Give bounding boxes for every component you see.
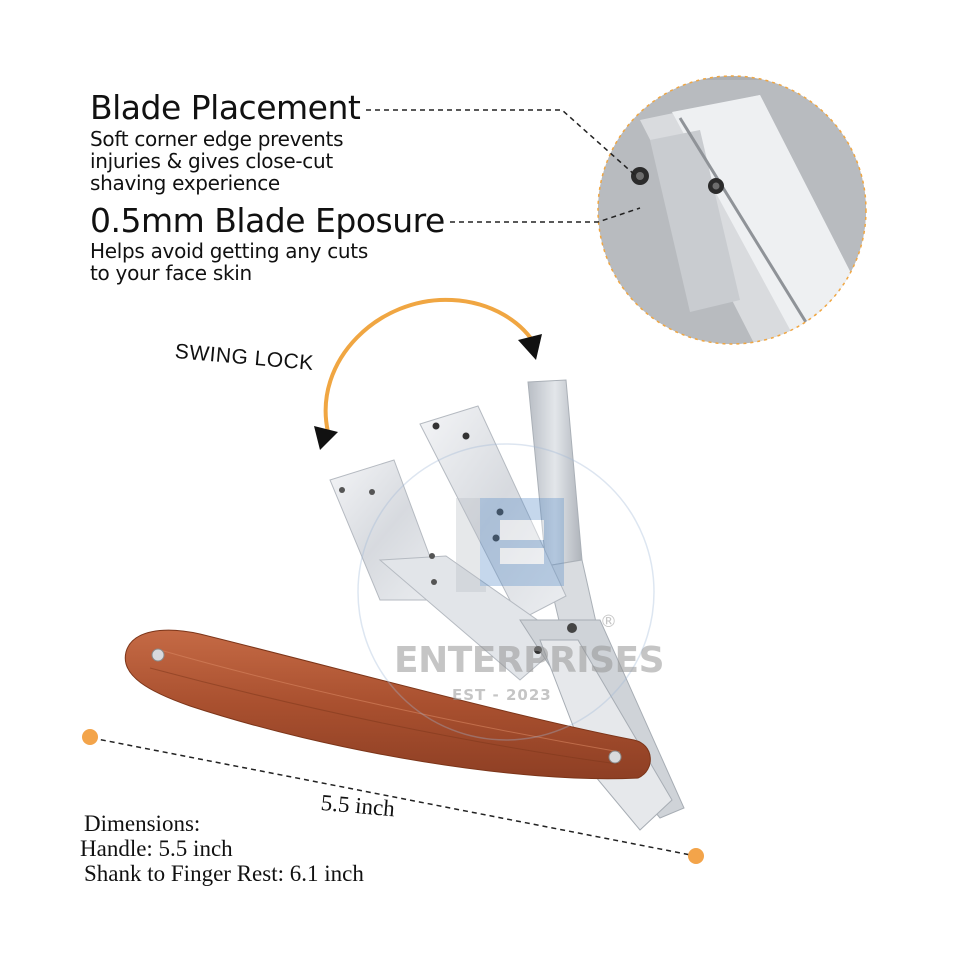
dimensions-heading: Dimensions: — [84, 811, 201, 836]
feature-title-blade-exposure: 0.5mm Blade Eposure — [90, 201, 445, 240]
feature-desc-blade-placement: Soft corner edge prevents injuries & giv… — [90, 127, 344, 195]
razor-blade-middle — [419, 405, 567, 621]
dimensions-shank: Shank to Finger Rest: 6.1 inch — [84, 861, 364, 886]
leader-line-blade-placement — [366, 109, 637, 177]
watermark-registered-mark: ® — [600, 612, 617, 632]
leader-line-blade-exposure — [450, 207, 641, 223]
swing-arrow-icon — [314, 297, 542, 450]
watermark-brand: ENTERPRISES — [394, 640, 665, 681]
measurement-line — [82, 729, 704, 864]
dimensions-handle: Handle: 5.5 inch — [80, 836, 233, 861]
feature-title-blade-placement: Blade Placement — [90, 88, 361, 127]
watermark-established: EST - 2023 — [452, 686, 552, 704]
feature-desc-blade-exposure: Helps avoid getting any cuts to your fac… — [90, 239, 368, 285]
watermark-logo — [357, 443, 655, 741]
wooden-handle — [124, 629, 651, 780]
blade-zoom-circle — [597, 75, 867, 345]
